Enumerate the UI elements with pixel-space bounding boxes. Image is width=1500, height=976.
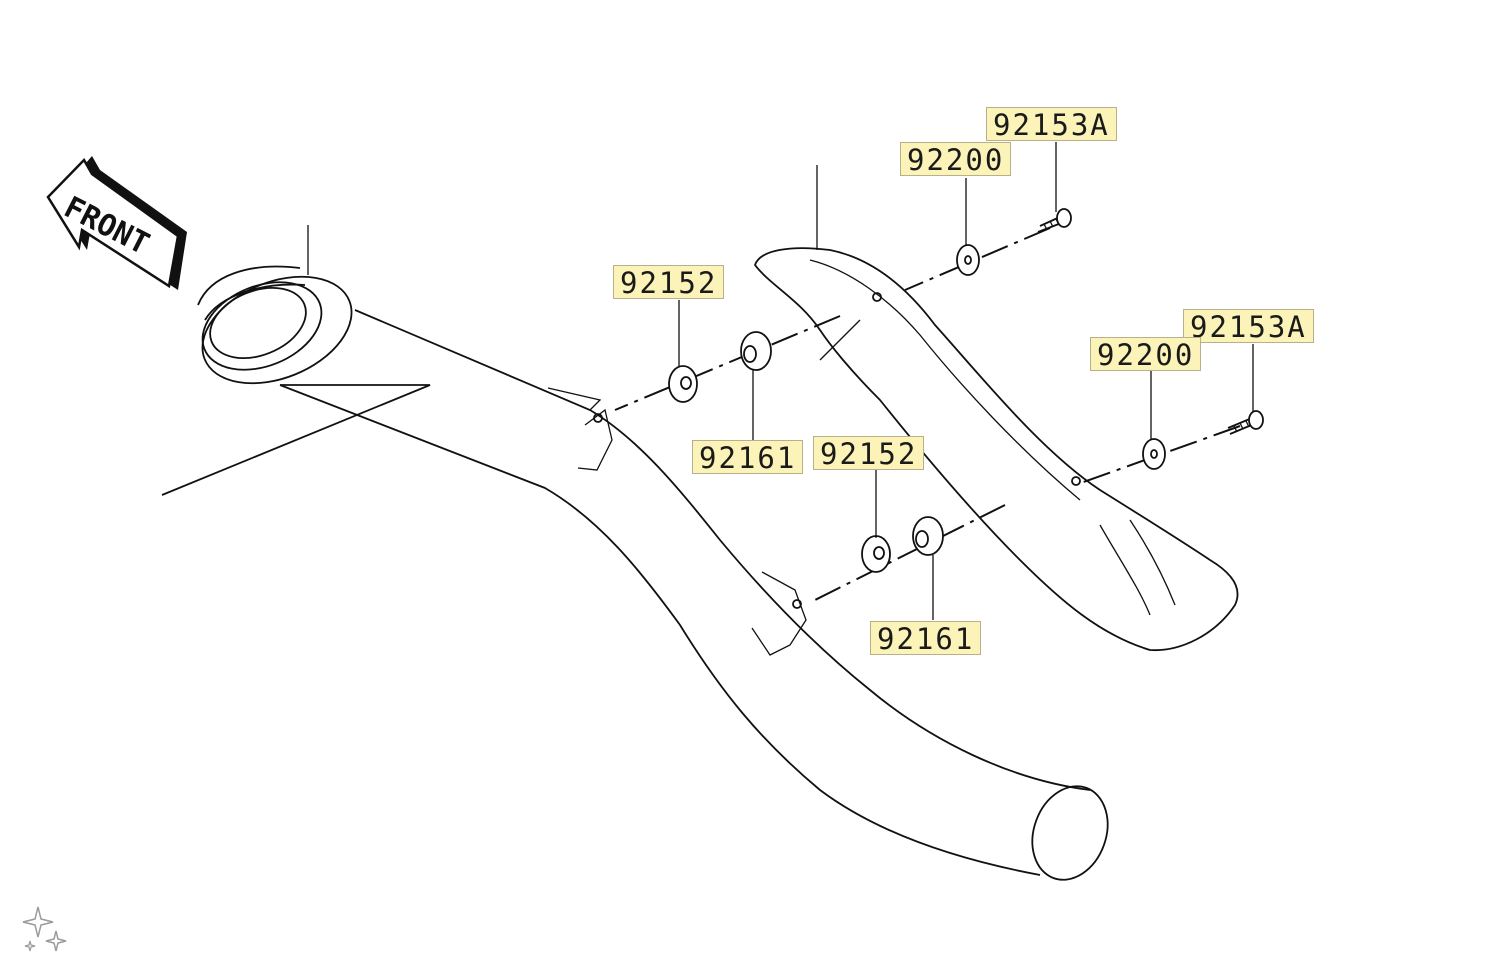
collar-mid [861, 535, 891, 573]
bolt-top [1037, 208, 1072, 233]
part-label-92153a-right: 92153A [1183, 309, 1314, 344]
muffler-pipe [161, 265, 1109, 881]
part-label-92152-mid: 92152 [813, 436, 925, 471]
bolt-right [1227, 410, 1264, 435]
collar-left [668, 365, 698, 403]
heat-shield-cover [753, 165, 1239, 651]
part-label-92153a-top: 92153A [986, 107, 1117, 142]
grommet-bottom [912, 516, 944, 556]
washer-right [1142, 438, 1166, 470]
part-label-92152-left: 92152 [613, 265, 725, 300]
washer-top [956, 244, 980, 276]
front-arrow: FRONT [46, 156, 187, 290]
part-label-92161-bottom: 92161 [870, 621, 982, 656]
sparkle-icon [22, 906, 67, 952]
assembly-lines [614, 227, 1241, 601]
part-label-92161-left: 92161 [692, 440, 804, 475]
part-label-92200-top: 92200 [900, 142, 1012, 177]
label-leaders [678, 142, 1254, 620]
grommet-left [740, 331, 772, 371]
part-label-92200-right: 92200 [1090, 337, 1202, 372]
